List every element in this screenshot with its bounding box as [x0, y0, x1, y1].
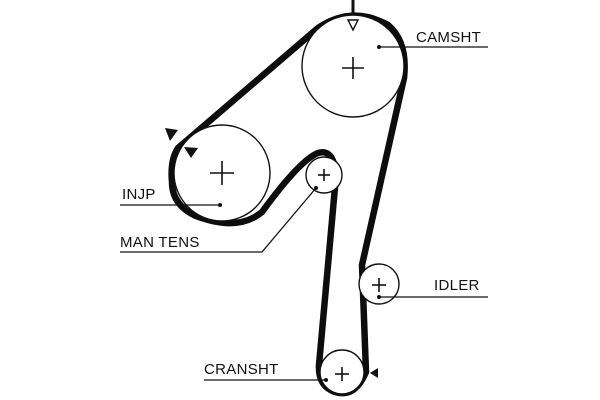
camshaft-label: CAMSHT [416, 29, 481, 46]
idler-label: IDLER [434, 277, 480, 294]
manual-tensioner-pulley [120, 156, 343, 253]
injection-pump-timing-arrow-icon [165, 128, 178, 141]
camshaft-pulley [301, 14, 488, 118]
injection-pump-pulley [120, 124, 271, 222]
injection-pump-label: INJP [122, 186, 156, 203]
manual-tensioner-label: MAN TENS [120, 234, 200, 251]
crankshaft-label: CRANSHT [204, 361, 279, 378]
crankshaft-pulley [204, 349, 365, 395]
crankshaft-timing-arrow-icon [370, 368, 378, 378]
manual-tensioner-leader-line [120, 187, 317, 253]
idler-pulley [358, 263, 488, 305]
camshaft-timing-arrow-icon [346, 19, 360, 32]
injection-pump-timing-arrow-2-icon [184, 147, 198, 158]
